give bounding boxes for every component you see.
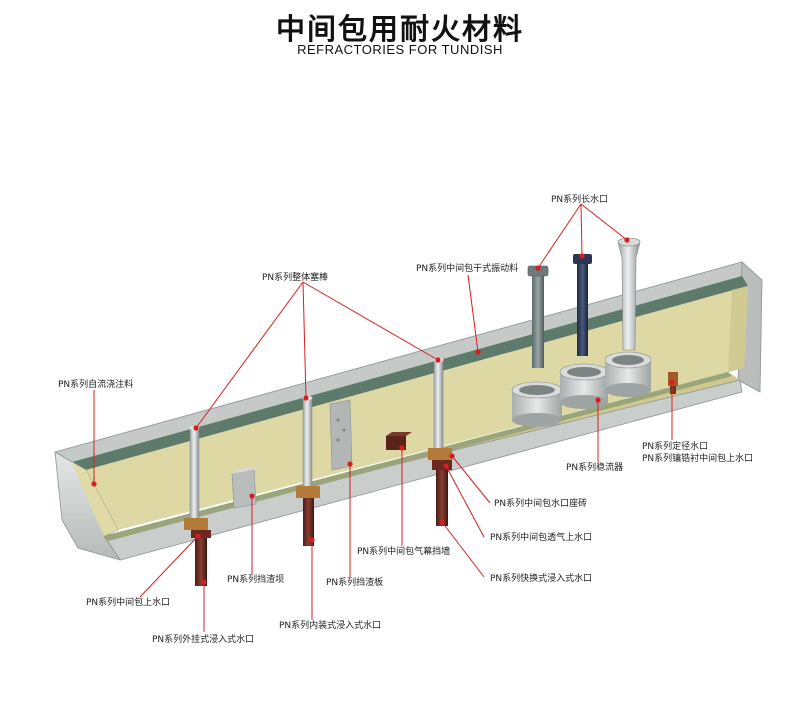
- leader-dots: [91, 237, 675, 585]
- suppressor-ring-1: [511, 381, 563, 427]
- label-dry-vibration: PN系列中间包干式振动料: [416, 264, 519, 274]
- long-nozzle-3: [617, 237, 641, 351]
- tundish-body: [54, 261, 763, 561]
- tundish-front-lining: [104, 372, 732, 541]
- label-turbulence-suppressor: PN系列稳流器: [566, 463, 624, 473]
- leader-seat-brick: [451, 455, 491, 504]
- leader-upper-nozzle: [139, 535, 199, 598]
- leader-gas-nozzle: [445, 465, 485, 538]
- sen-quick-change: [432, 460, 452, 526]
- label-zr-upper-nozzle: PN系列镶锆衬中间包上水口: [642, 454, 754, 464]
- page-subtitle: REFRACTORIES FOR TUNDISH: [297, 42, 503, 57]
- sen-internal: [303, 498, 314, 546]
- label-self-flow: PN系列自流浇注料: [58, 380, 134, 390]
- long-nozzle-2: [573, 254, 592, 356]
- label-gas-curtain-wall: PN系列中间包气幕挡墙: [357, 547, 451, 557]
- label-quick-change-sen: PN系列快换式浸入式水口: [490, 574, 593, 584]
- stopper-rod-3: [433, 358, 444, 453]
- label-stopper: PN系列整体塞棒: [262, 273, 329, 283]
- stopper-rod-1: [189, 426, 200, 521]
- stopper-rod-2: [302, 396, 313, 491]
- label-external-sen: PN系列外挂式浸入式水口: [152, 635, 255, 645]
- label-nozzle-seat-brick: PN系列中间包水口座砖: [494, 499, 588, 509]
- label-sizing-nozzle: PN系列定径水口: [642, 442, 709, 452]
- long-nozzles: [527, 237, 641, 368]
- label-gas-permeable-nozzle: PN系列中间包透气上水口: [490, 533, 593, 543]
- label-internal-sen: PN系列内装式浸入式水口: [279, 621, 382, 631]
- label-upper-nozzle: PN系列中间包上水口: [86, 598, 171, 608]
- suppressor-ring-3: [604, 351, 652, 397]
- page-title: 中间包用耐火材料: [275, 12, 524, 46]
- label-dam: PN系列挡渣坝: [227, 575, 285, 585]
- leader-dry-vibration: [467, 274, 479, 353]
- tundish-inner-end-wall: [728, 286, 748, 372]
- label-long-nozzle: PN系列长水口: [551, 195, 609, 205]
- dam-block: [231, 466, 258, 509]
- weir-plate: [329, 399, 353, 471]
- sizing-nozzle: [668, 372, 678, 394]
- leader-quick-sen: [441, 521, 485, 578]
- suppressor-ring-2: [559, 363, 609, 409]
- leader-stopper-3: [302, 281, 439, 361]
- leader-stopper-2: [302, 281, 307, 399]
- leader-long-nozzle-1: [537, 203, 582, 269]
- leader-lines: [93, 203, 673, 632]
- label-weir: PN系列挡渣板: [326, 578, 384, 588]
- leader-long-nozzle-3: [580, 203, 628, 241]
- nozzle-seat-blocks: [184, 448, 452, 530]
- tundish-left-end-lining: [72, 462, 118, 536]
- leader-long-nozzle-2: [580, 203, 583, 257]
- sen-external: [191, 530, 211, 586]
- leader-stopper-1: [195, 281, 304, 429]
- turbulence-suppressors: [511, 351, 652, 427]
